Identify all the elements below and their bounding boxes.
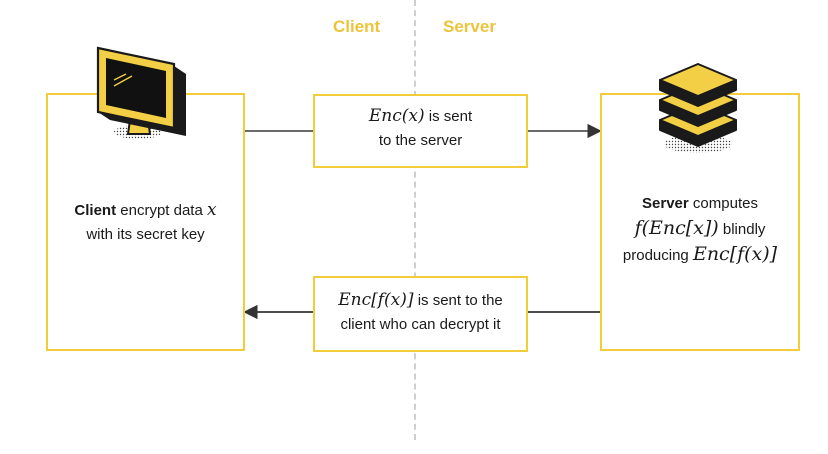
bottom-message-line2: client who can decrypt it: [340, 316, 501, 333]
server-desc-part1: computes: [688, 195, 758, 212]
client-desc-part2: with its secret key: [86, 226, 205, 243]
client-box-text: Client encrypt data x with its secret ke…: [46, 198, 245, 247]
bottom-message-box: [313, 276, 528, 352]
top-message-box: [313, 94, 528, 168]
bottom-message-text: Enc[f(x)] is sent to the client who can …: [313, 288, 528, 337]
server-stack-icon: [659, 63, 737, 153]
server-math-result: Enc[f(x)]: [692, 243, 778, 265]
client-desc-part1: encrypt data: [116, 202, 207, 219]
client-column-header: Client: [333, 17, 381, 36]
server-label: Server: [642, 195, 689, 212]
top-message-math: Enc(x): [368, 106, 425, 126]
server-desc-part2: blindly: [718, 221, 766, 238]
bottom-message-math: Enc[f(x)]: [338, 290, 414, 310]
bottom-message-rest: is sent to the: [413, 292, 503, 309]
server-column-header: Server: [443, 17, 496, 36]
client-label: Client: [74, 202, 117, 219]
top-message-text: Enc(x) is sent to the server: [313, 104, 528, 153]
monitor-icon: [96, 46, 186, 139]
server-math-compute: f(Enc[x]): [634, 217, 719, 239]
client-data-var: x: [206, 200, 217, 220]
top-message-line2: to the server: [378, 132, 463, 149]
server-box-text: Server computes f(Enc[x]) blindly produc…: [600, 192, 800, 268]
client-server-divider: [414, 0, 416, 440]
top-message-rest: is sent: [424, 108, 473, 125]
server-desc-part3: producing: [622, 247, 693, 264]
